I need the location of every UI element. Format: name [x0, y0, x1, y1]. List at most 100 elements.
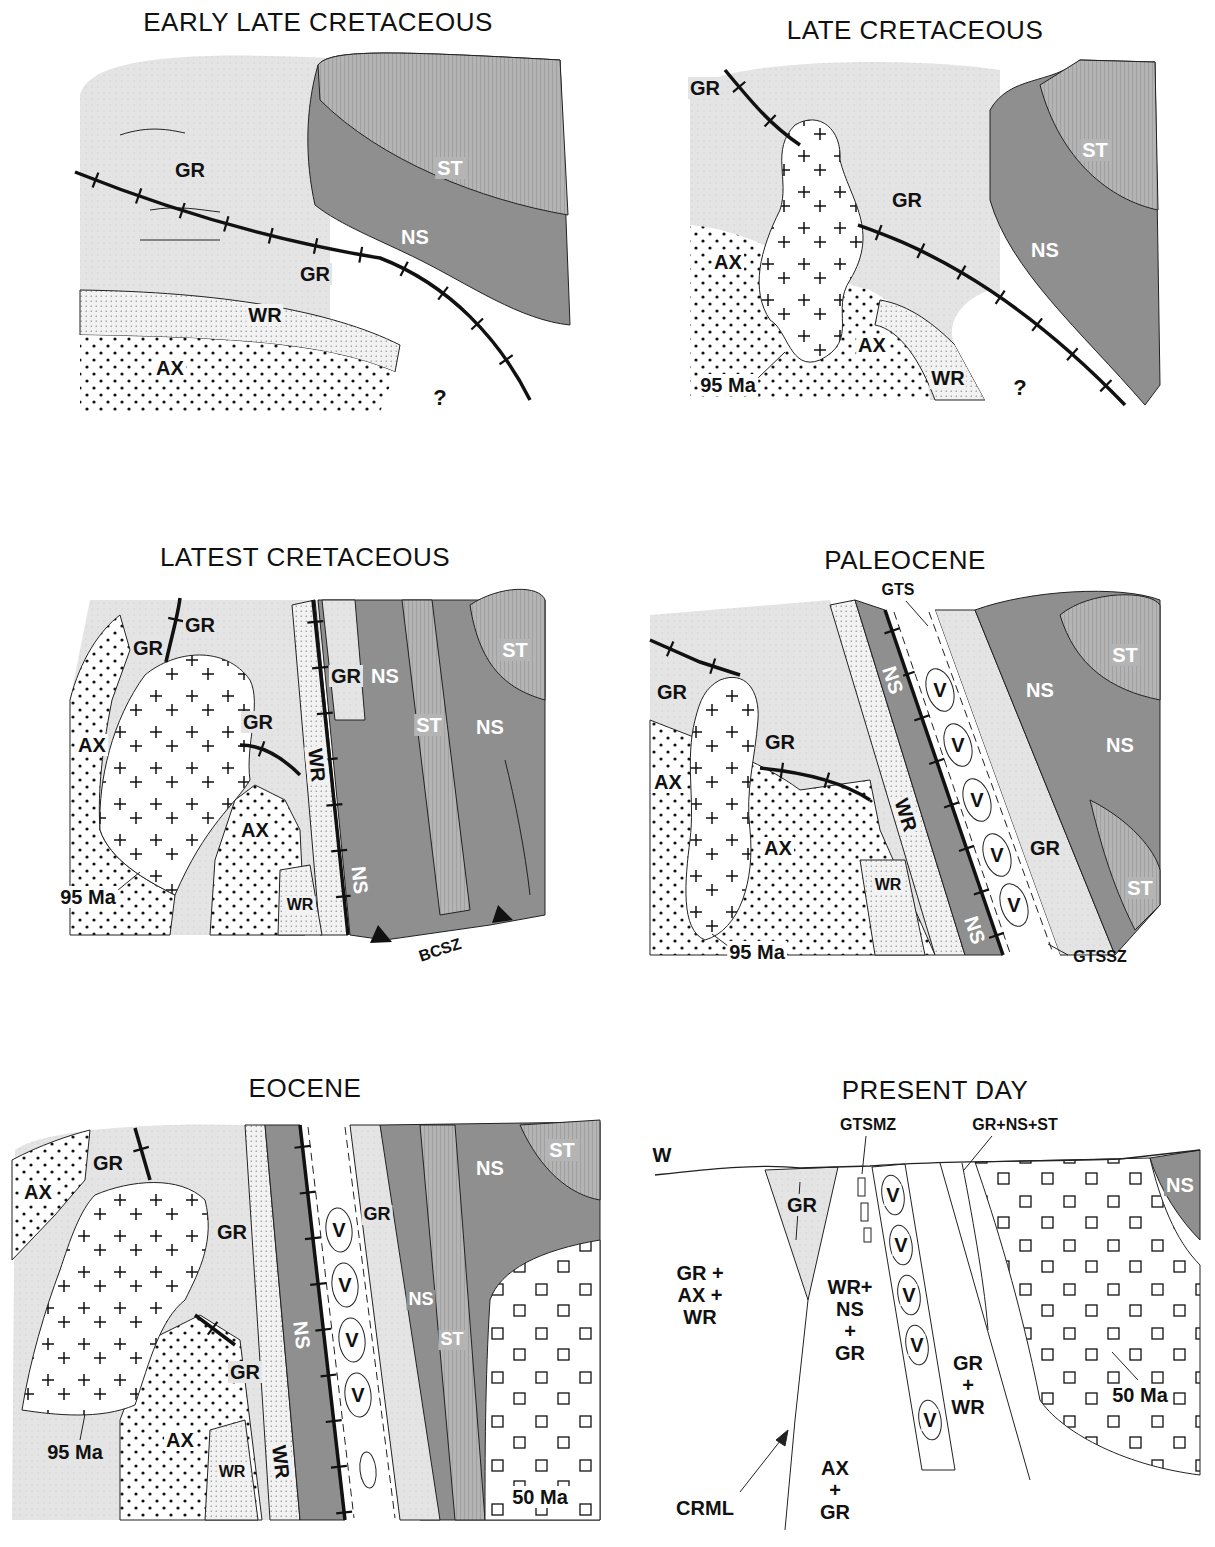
unit-label: 95 Ma — [727, 941, 787, 963]
panel-paleocene-path — [650, 640, 740, 675]
unit-label: GR — [1028, 837, 1062, 859]
panel-present-day-path — [785, 1163, 1030, 1530]
panel-title: LATE CRETACEOUS — [785, 16, 1045, 45]
unit-label: GR — [131, 637, 165, 659]
unit-label: ST — [1125, 877, 1155, 899]
unit-label: GR — [91, 1152, 125, 1174]
fault-tick — [710, 659, 715, 674]
unit-label: AX — [652, 771, 684, 793]
fault-tick — [500, 355, 513, 364]
panel-title: PALEOCENE — [822, 546, 988, 575]
unit-label: AX — [164, 1429, 196, 1451]
unit-label: WR+ NS + GR — [826, 1276, 875, 1364]
fault-tick — [269, 228, 273, 244]
unit-label: GR — [785, 1194, 819, 1216]
fault-tick — [136, 188, 141, 203]
unit-label: V — [330, 1219, 347, 1241]
panel-paleocene-path — [712, 601, 1068, 955]
unit-label: V — [908, 1334, 925, 1356]
panel-paleocene-path — [1060, 595, 1160, 700]
panel-eocene-path — [195, 1315, 235, 1345]
panel-latest-cretaceous-path — [470, 589, 545, 700]
panel-eocene-path — [80, 1414, 85, 1440]
unit-label: NS — [960, 911, 991, 948]
fault-tick — [917, 244, 924, 258]
panel-paleocene — [650, 591, 1160, 955]
fault-tick — [1100, 380, 1111, 391]
unit-label: GR — [362, 1205, 393, 1225]
panel-paleocene-path — [894, 612, 1053, 953]
fault-tick — [989, 933, 1004, 938]
fault-tick — [733, 82, 745, 92]
unit-label: GR+NS+ST — [970, 1116, 1059, 1134]
panel-eocene-ellipse — [324, 1207, 354, 1253]
unit-label: GR — [298, 263, 332, 285]
unit-label: GR — [183, 614, 217, 636]
unit-label: 50 Ma — [510, 1486, 570, 1508]
fault-tick — [336, 896, 352, 898]
panel-paleocene-ellipse — [939, 720, 977, 770]
unit-label: GTSMZ — [838, 1116, 898, 1134]
panel-present-day-path — [740, 1436, 784, 1492]
panel-paleocene-ellipse — [978, 830, 1016, 880]
fault-tick — [259, 741, 264, 756]
unit-label: ST — [438, 1330, 465, 1350]
unit-label: ? — [431, 386, 448, 410]
panel-eocene-ellipse — [337, 1317, 367, 1363]
unit-label: ST — [1110, 644, 1140, 666]
panel-early-late-cretaceous-path — [120, 129, 220, 240]
unit-label: ST — [414, 714, 444, 736]
fault-tick — [996, 291, 1005, 304]
unit-label: GR — [329, 665, 363, 687]
fault-tick — [471, 318, 483, 329]
unit-label: V — [988, 844, 1005, 866]
panel-early-late-cretaceous-path — [80, 335, 395, 412]
panel-present-day-rect — [858, 1178, 865, 1196]
fault-tick — [1067, 348, 1078, 360]
panel-early-late-cretaceous-path — [318, 53, 568, 215]
fault-ticks — [93, 82, 1112, 1514]
unit-label: NS — [406, 1290, 435, 1310]
unit-label: WR — [268, 1442, 294, 1482]
unit-label: AX — [154, 357, 186, 379]
panel-paleocene-path — [1090, 800, 1160, 930]
fault-tick — [314, 238, 317, 254]
unit-label: WR — [890, 794, 922, 836]
fault-tick — [974, 889, 989, 894]
panel-paleocene-path — [760, 768, 870, 800]
fault-tick — [667, 642, 673, 657]
unit-label: W — [651, 1144, 674, 1166]
unit-label: NS — [289, 1318, 315, 1352]
unit-label: BCSZ — [415, 934, 466, 965]
fault-tick — [321, 1374, 337, 1376]
fault-tick — [305, 1237, 321, 1239]
panel-paleocene-path — [860, 860, 925, 955]
panel-eocene-path — [485, 1240, 600, 1520]
fault-tick — [765, 115, 776, 127]
unit-label: NS — [1024, 679, 1056, 701]
unit-label: 95 Ma — [698, 374, 758, 396]
unit-label: NS — [1029, 239, 1061, 261]
unit-label: NS — [1104, 734, 1136, 756]
unit-label: GTS — [880, 581, 917, 599]
panel-early-late-cretaceous-path — [75, 172, 530, 400]
panel-eocene-ellipse — [358, 1451, 378, 1488]
fault-tick — [876, 225, 882, 240]
unit-label: GR — [173, 159, 207, 181]
panel-present-day-path — [655, 1150, 1200, 1175]
fault-tick — [180, 203, 185, 218]
fault-tick — [315, 1329, 331, 1331]
fault-tick — [224, 216, 228, 231]
panel-present-day-path — [1150, 1150, 1200, 1240]
unit-label: GR — [215, 1221, 249, 1243]
unit-label: NS — [347, 863, 372, 897]
panel-late-cretaceous — [690, 60, 1160, 405]
fault-tick — [885, 628, 900, 633]
panel-latest-cretaceous-path — [318, 600, 545, 940]
panel-late-cretaceous-path — [758, 352, 785, 378]
unit-label: 95 Ma — [58, 886, 118, 908]
unit-label: WR — [285, 896, 316, 914]
panel-paleocene-path — [885, 610, 1003, 955]
panel-paleocene-ellipse — [995, 880, 1033, 930]
panel-present-day-path — [765, 1167, 838, 1300]
